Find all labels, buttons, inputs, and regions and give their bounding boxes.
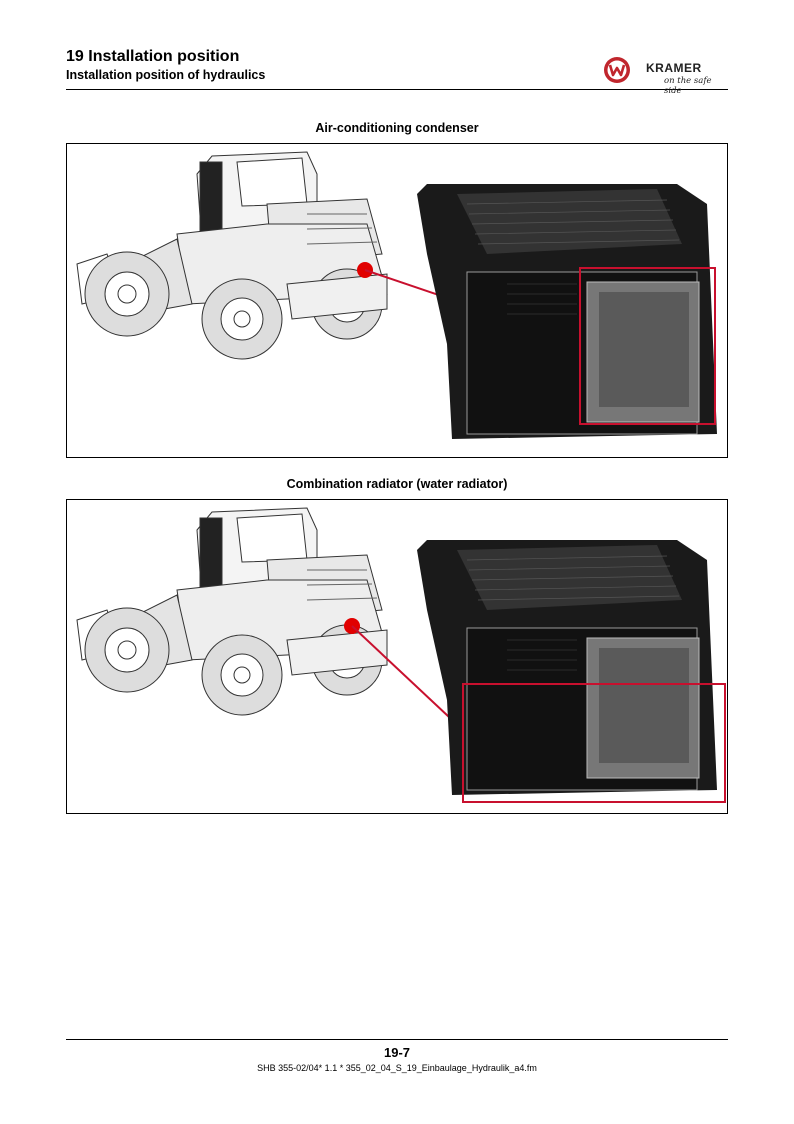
highlight-frame [579,267,716,425]
kramer-logo: KRAMER on the safe side [600,54,728,96]
figure-caption-condenser: Air-conditioning condenser [315,121,479,135]
header-divider [66,89,728,90]
footer-divider [66,1039,728,1040]
wheel-loader-drawing [76,507,388,716]
page-number: 19-7 [383,1045,411,1060]
cooler-housing-drawing [417,540,717,795]
leader-line [351,625,466,733]
brand-name: KRAMER [646,61,702,75]
condenser-illustration [76,151,717,439]
kramer-w-emblem-icon [604,57,630,83]
figure-condenser [66,143,728,458]
highlight-frame [462,683,726,803]
document-reference: SHB 355-02/04* 1.1 * 355_02_04_S_19_Einb… [257,1063,537,1073]
wheel-loader-drawing [76,151,388,360]
section-subtitle: Installation position of hydraulics [66,68,266,82]
brand-tagline: on the safe side [664,76,712,96]
section-title: 19 Installation position [66,48,240,65]
cooler-housing-drawing [417,184,717,439]
figure-radiator [66,499,728,814]
radiator-illustration [76,507,726,803]
figure-caption-radiator: Combination radiator (water radiator) [286,477,508,491]
